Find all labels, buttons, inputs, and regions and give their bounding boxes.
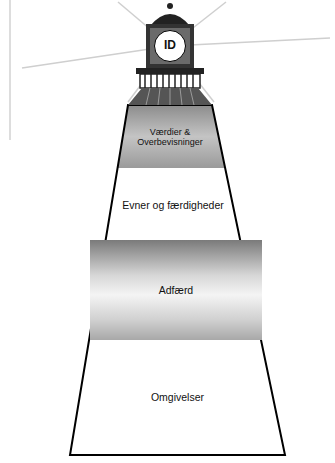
band-label: Evner og færdigheder — [119, 199, 227, 211]
values-band — [60, 105, 300, 168]
band-label: Værdier & Overbevisninger — [122, 127, 218, 148]
margin-line — [10, 0, 11, 140]
band-label: Adfærd — [156, 284, 196, 296]
light-rays — [22, 2, 330, 102]
skills-band: Evner og færdigheder — [112, 172, 234, 238]
values-band: Værdier & Overbevisninger — [122, 108, 218, 166]
lantern — [128, 3, 212, 105]
identity-circle: ID — [154, 30, 186, 62]
environment-band: Omgivelser — [80, 350, 275, 445]
tower-outline — [70, 105, 285, 455]
band-label: ID — [161, 39, 179, 53]
behaviour-band: Adfærd — [90, 240, 262, 340]
band-label: Omgivelser — [148, 391, 207, 403]
